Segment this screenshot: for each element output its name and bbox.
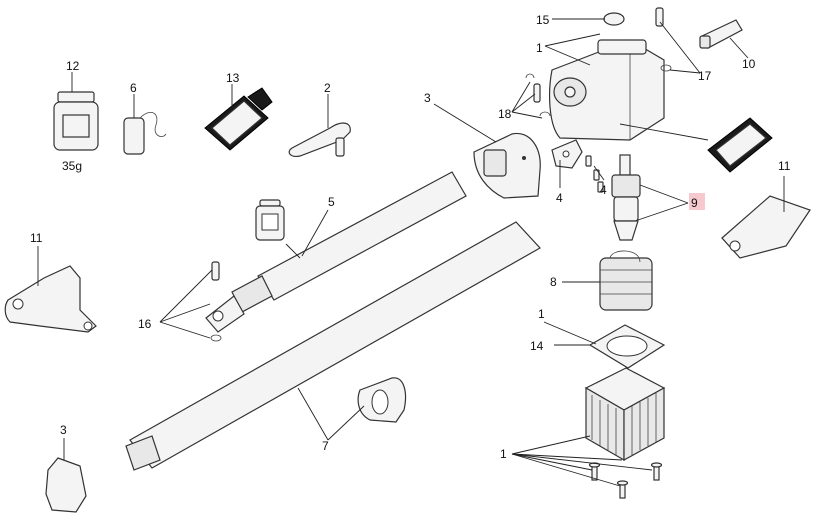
callout-12-weight: 35g bbox=[62, 159, 82, 173]
part-12-grease-jar[interactable] bbox=[53, 91, 99, 151]
callout-1-block: 1 bbox=[500, 447, 507, 461]
callout-17: 17 bbox=[698, 69, 712, 83]
part-16-pin-clips[interactable] bbox=[210, 261, 222, 342]
part-2-release-lever[interactable] bbox=[288, 122, 351, 157]
part-7-collar[interactable] bbox=[357, 377, 407, 423]
part-11-rear-bracket-left[interactable] bbox=[4, 265, 97, 333]
part-8-worm-wheel[interactable] bbox=[599, 250, 653, 311]
part-14-gasket[interactable] bbox=[588, 324, 666, 369]
part-18-pins[interactable] bbox=[525, 73, 551, 117]
callout-1-housing: 1 bbox=[536, 41, 543, 55]
part-13-grease-tube[interactable] bbox=[204, 87, 273, 151]
callout-7: 7 bbox=[322, 439, 329, 453]
part-1-motor-block[interactable] bbox=[584, 367, 666, 462]
part-17-pin[interactable] bbox=[655, 7, 672, 72]
part-6-capacitor[interactable] bbox=[123, 111, 167, 155]
callout-11-right: 11 bbox=[778, 159, 791, 173]
part-grease-tube-right[interactable] bbox=[707, 117, 773, 173]
callout-3-front: 3 bbox=[424, 91, 431, 105]
part-7-outer-tube[interactable] bbox=[125, 221, 541, 471]
callout-labels: 15 1 17 10 18 12 35g 6 13 2 3 4 4 9 11 5… bbox=[30, 13, 791, 461]
part-9-worm-shaft[interactable] bbox=[611, 154, 641, 241]
callout-4-right: 4 bbox=[600, 183, 607, 197]
part-5-grease-jar[interactable] bbox=[255, 199, 285, 241]
callout-2: 2 bbox=[324, 81, 331, 95]
callout-12: 12 bbox=[66, 59, 80, 73]
part-3-front-cover[interactable] bbox=[473, 132, 541, 199]
part-4-bracket[interactable] bbox=[551, 139, 604, 193]
callout-1-gasket: 1 bbox=[538, 307, 545, 321]
callout-13: 13 bbox=[226, 71, 240, 85]
leader-lines bbox=[37, 18, 785, 487]
callout-11-left: 11 bbox=[30, 231, 43, 245]
part-1-motor-housing[interactable] bbox=[549, 39, 665, 141]
highlight-9 bbox=[689, 193, 705, 210]
part-1-screws[interactable] bbox=[588, 462, 663, 499]
callout-16: 16 bbox=[138, 317, 152, 331]
callout-4-left: 4 bbox=[556, 191, 563, 205]
part-15-cap[interactable] bbox=[603, 12, 625, 26]
callout-8: 8 bbox=[550, 275, 557, 289]
callout-9: 9 bbox=[691, 196, 698, 210]
callout-6: 6 bbox=[130, 81, 137, 95]
callout-14: 14 bbox=[530, 339, 544, 353]
callout-5: 5 bbox=[328, 195, 335, 209]
callout-18: 18 bbox=[498, 107, 512, 121]
part-3-end-cap[interactable] bbox=[45, 457, 87, 513]
part-10-connector[interactable] bbox=[699, 19, 743, 49]
callout-3-cap: 3 bbox=[60, 423, 67, 437]
callout-15: 15 bbox=[536, 13, 550, 27]
part-11-rear-plate-right[interactable] bbox=[721, 195, 811, 259]
part-5-piston-rod[interactable] bbox=[205, 171, 467, 333]
callout-10: 10 bbox=[742, 57, 756, 71]
